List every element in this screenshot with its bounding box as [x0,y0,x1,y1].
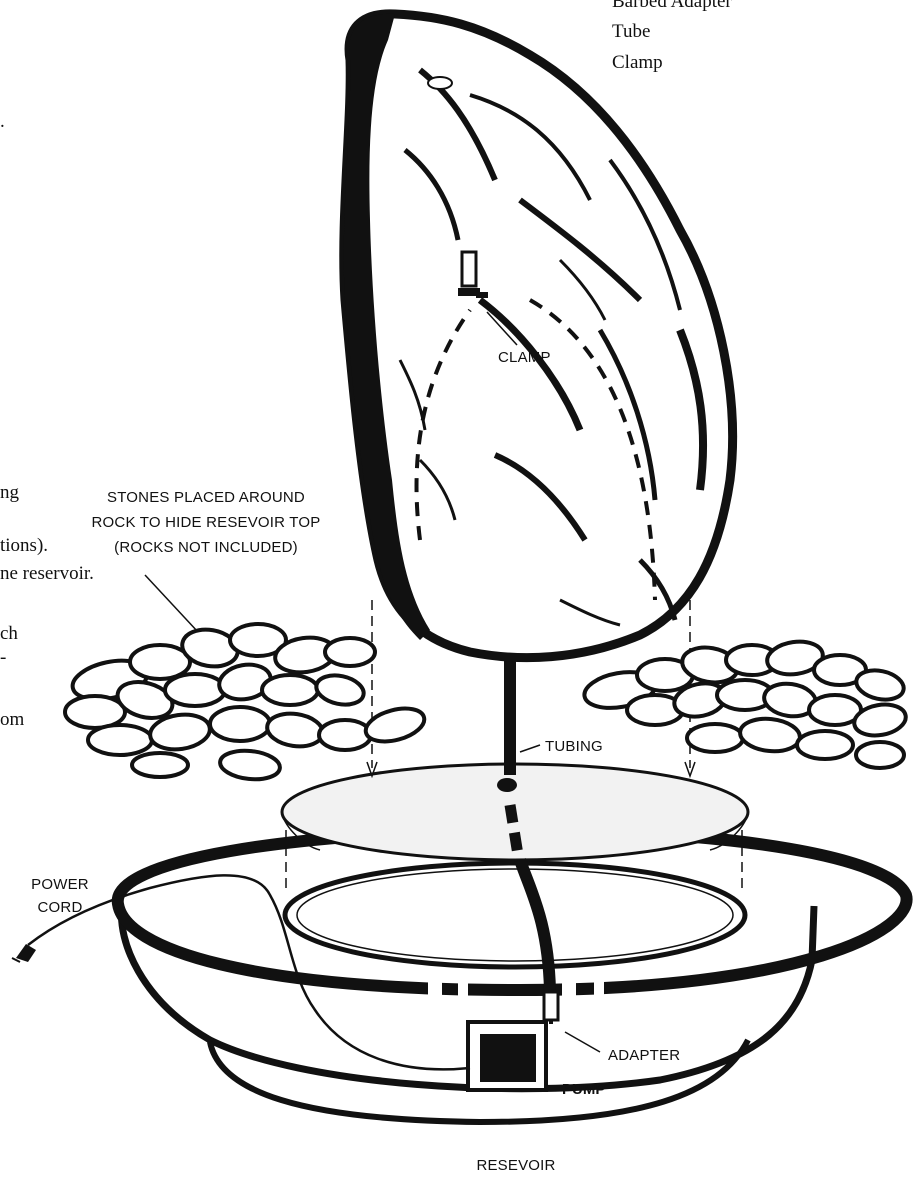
label-power-line2: CORD [38,899,83,916]
stones-left [65,624,428,782]
label-pump: PUMP [562,1081,605,1098]
label-clamp: CLAMP [498,349,551,366]
label-power-line1: POWER [31,876,89,893]
label-stones-line1: STONES PLACED AROUND [107,489,305,506]
label-stones-line2: ROCK TO HIDE RESEVOIR TOP [92,514,321,531]
label-reservoir: RESEVOIR [476,1157,555,1174]
label-stones-line3: (ROCKS NOT INCLUDED) [114,539,298,556]
pump [468,1022,546,1090]
rock [344,14,733,658]
stones-right [582,638,909,768]
label-tubing: TUBING [545,738,603,755]
label-adapter: ADAPTER [608,1047,680,1064]
